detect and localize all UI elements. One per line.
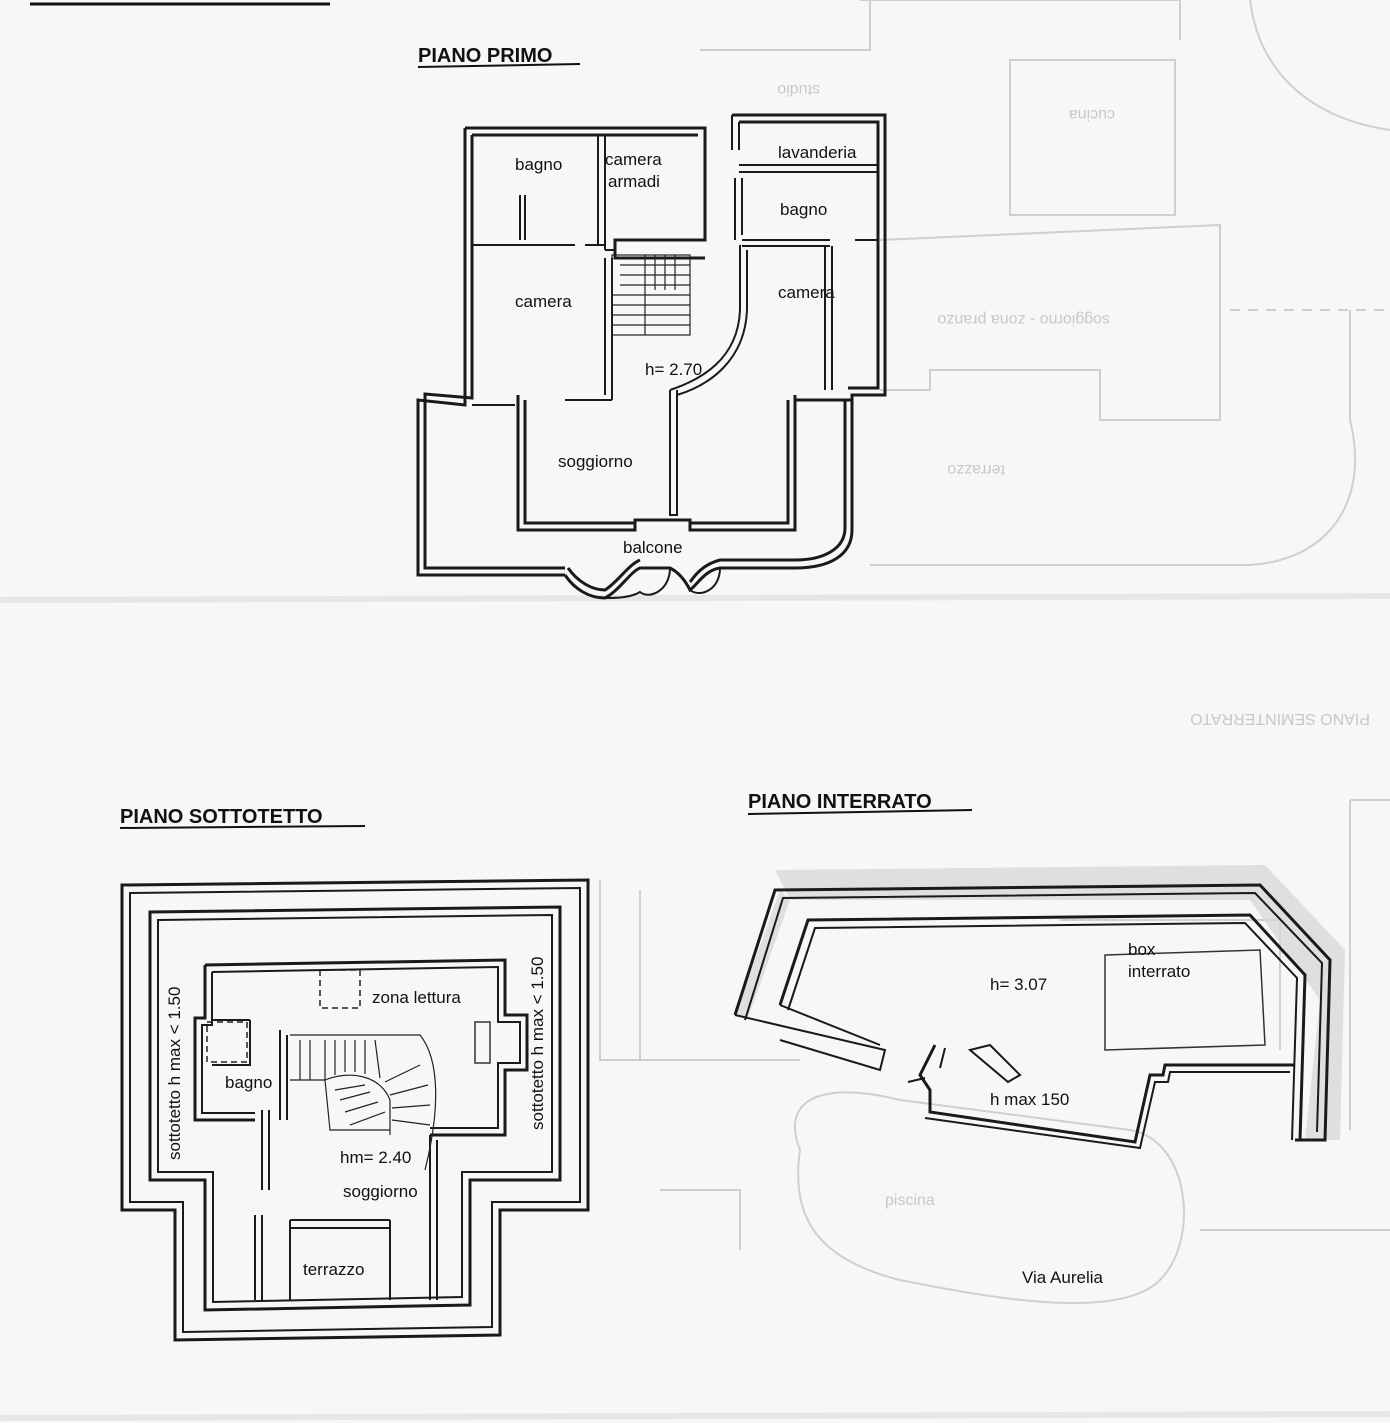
room-camera-armadi-1: camera — [605, 150, 662, 169]
street-via-aurelia: Via Aurelia — [1022, 1268, 1104, 1287]
piano-sottotetto: PIANO SOTTOTETTO zona lettura — [119, 806, 590, 1342]
room-terrazzo: terrazzo — [303, 1260, 364, 1279]
room-lavanderia: lavanderia — [778, 143, 857, 162]
piano-sottotetto-title: PIANO SOTTOTETTO — [120, 806, 323, 828]
piano-interrato: PIANO INTERRATO box interrato h= 3.07 h … — [733, 791, 1345, 1287]
room-bagno-sottotetto: bagno — [225, 1073, 272, 1092]
piano-primo-title: PIANO PRIMO — [418, 45, 552, 67]
room-bagno-right: bagno — [780, 200, 827, 219]
room-box-2: interrato — [1128, 962, 1190, 981]
side-label-left: sottotetto h max < 1.50 — [165, 987, 184, 1160]
ghost-studio-label: studio — [777, 81, 820, 98]
ghost-terrazzo-label: terrazzo — [947, 461, 1005, 478]
room-soggiorno-primo: soggiorno — [558, 452, 633, 471]
room-zona-lettura: zona lettura — [372, 988, 461, 1007]
room-balcone: balcone — [623, 538, 683, 557]
room-bagno-left: bagno — [515, 155, 562, 174]
room-soggiorno-sottotetto: soggiorno — [343, 1182, 418, 1201]
ghost-cucina-label: cucina — [1069, 106, 1115, 123]
room-box-1: box — [1128, 940, 1156, 959]
ghost-piscina-label: piscina — [885, 1192, 935, 1209]
ghost-seminterrato-label: PIANO SEMINTERRATO — [1190, 710, 1370, 727]
room-camera-left: camera — [515, 292, 572, 311]
side-label-right: sottotetto h max < 1.50 — [528, 957, 547, 1130]
height-primo: h= 2.70 — [645, 360, 702, 379]
height-interrato: h= 3.07 — [990, 975, 1047, 994]
piano-primo: PIANO PRIMO — [416, 45, 887, 600]
ghost-plan: PIANO SEMINTERRATO studio cucina soggior… — [599, 0, 1390, 1305]
ghost-soggiorno-label: soggiorno - zona pranzo — [937, 311, 1110, 328]
room-camera-right: camera — [778, 283, 835, 302]
stairs-primo — [611, 254, 691, 336]
height-sottotetto: hm= 2.40 — [340, 1148, 411, 1167]
piano-interrato-title: PIANO INTERRATO — [748, 791, 932, 813]
stairs-sottotetto — [290, 1034, 437, 1171]
height-max-interrato: h max 150 — [990, 1090, 1069, 1109]
room-camera-armadi-2: armadi — [608, 172, 660, 191]
